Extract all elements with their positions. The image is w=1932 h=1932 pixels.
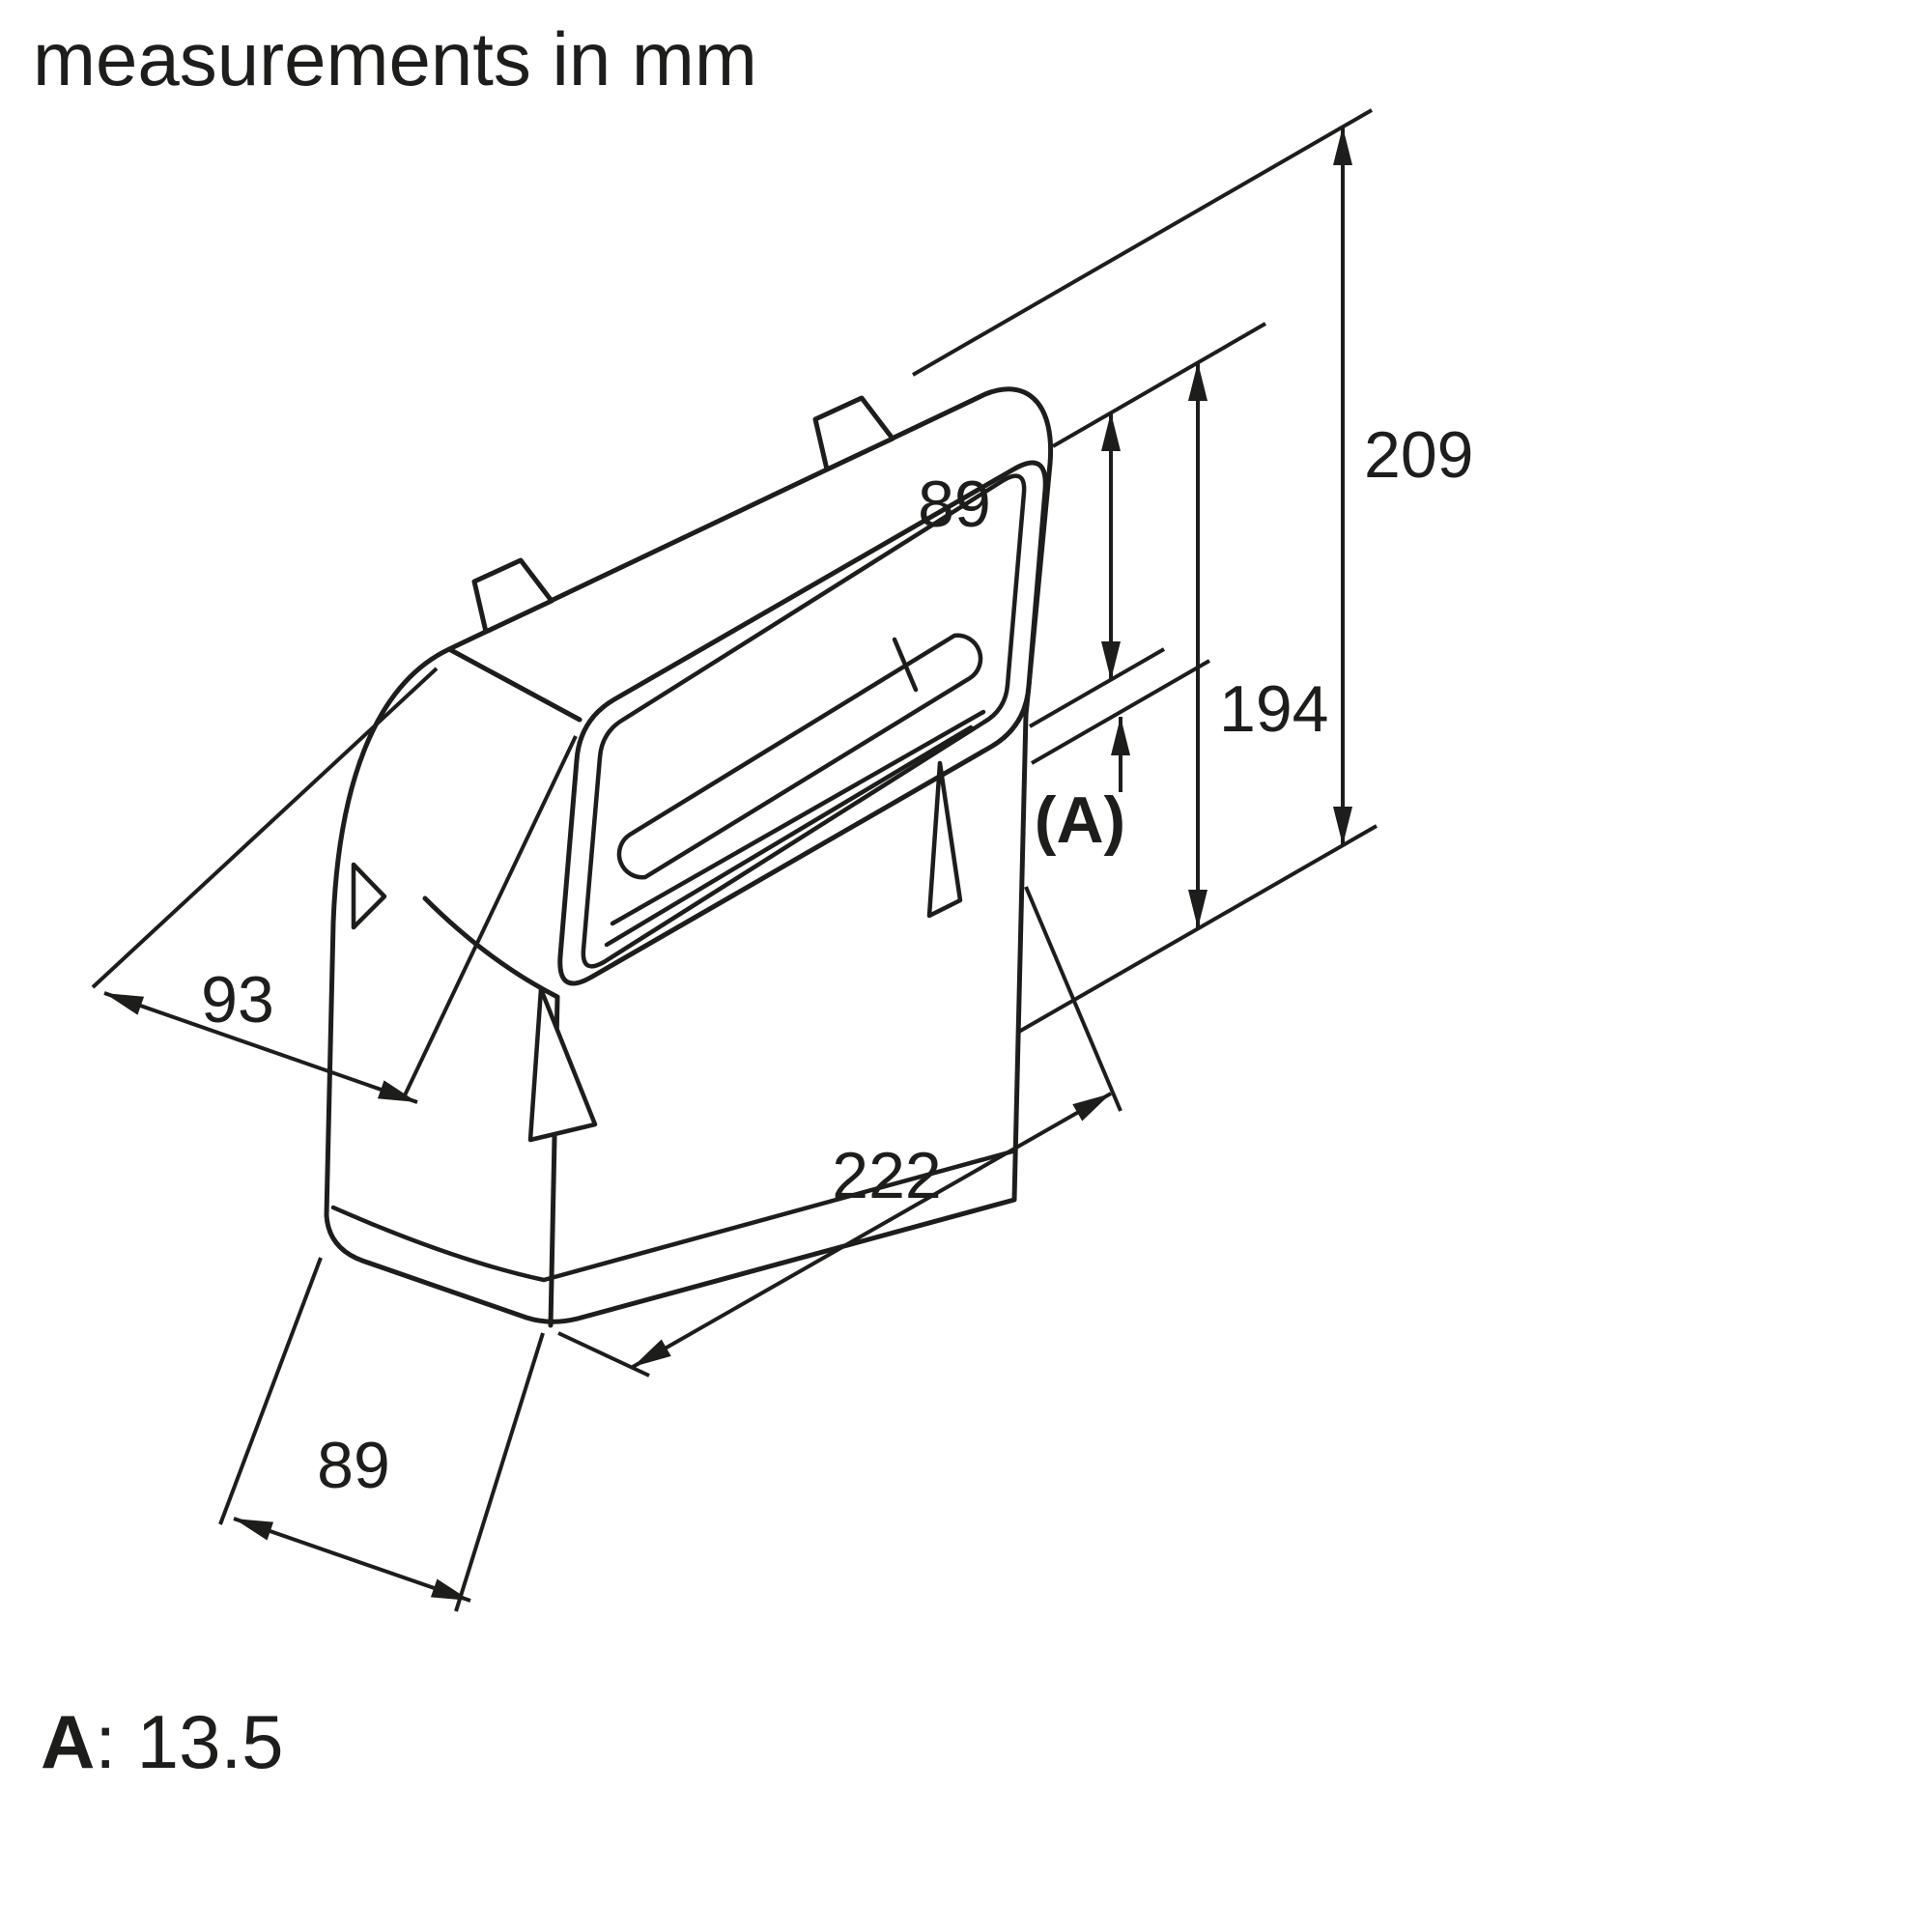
base-seam-line bbox=[330, 1149, 1015, 1283]
inner-duct-bend-line bbox=[892, 637, 919, 693]
dimension-lines bbox=[91, 108, 1378, 1612]
label-body-height: 194 bbox=[1219, 672, 1328, 746]
footnote: A: 13.5 bbox=[41, 1699, 284, 1784]
ext-gap-lower bbox=[1031, 659, 1210, 765]
ext-rim-bottom bbox=[1029, 647, 1165, 728]
ext-total-height-top bbox=[912, 108, 1373, 377]
ext-length-left bbox=[557, 1331, 650, 1378]
dim-length bbox=[632, 1092, 1112, 1369]
ext-baseline bbox=[1016, 824, 1378, 1035]
mounting-clip-left bbox=[471, 557, 554, 635]
labels: measurements in mm 209 89 194 (A) 93 222… bbox=[33, 16, 1473, 1784]
dim-depth bbox=[103, 991, 418, 1104]
footnote-value: : 13.5 bbox=[95, 1699, 283, 1784]
inner-duct-outline bbox=[616, 633, 983, 880]
duct-bend-illustration bbox=[324, 386, 1054, 1328]
label-gap: (A) bbox=[1035, 783, 1125, 857]
ext-depth-right bbox=[402, 735, 578, 1098]
right-fin bbox=[926, 760, 963, 919]
label-duct-width: 89 bbox=[317, 1429, 390, 1502]
ext-length-right bbox=[1024, 886, 1122, 1112]
left-fin bbox=[527, 986, 598, 1143]
ext-width-left bbox=[218, 1257, 323, 1525]
ext-rim-top bbox=[1052, 322, 1266, 448]
label-total-height: 209 bbox=[1364, 418, 1473, 492]
ext-depth-left bbox=[91, 667, 439, 989]
mounting-clip-right bbox=[812, 395, 895, 472]
top-face-left-edge bbox=[446, 646, 582, 723]
label-outlet-height: 89 bbox=[918, 468, 991, 541]
airflow-marker-icon bbox=[351, 862, 387, 930]
page-title: measurements in mm bbox=[33, 16, 757, 101]
inner-slat-2 bbox=[604, 724, 974, 948]
dim-duct-width bbox=[233, 1517, 471, 1603]
label-length: 222 bbox=[832, 1139, 941, 1212]
footnote-label: A bbox=[41, 1699, 95, 1784]
ext-width-right bbox=[454, 1332, 545, 1612]
outlet-inner-rim bbox=[581, 473, 1027, 969]
inner-slat-1 bbox=[610, 709, 986, 926]
label-depth: 93 bbox=[201, 963, 274, 1037]
